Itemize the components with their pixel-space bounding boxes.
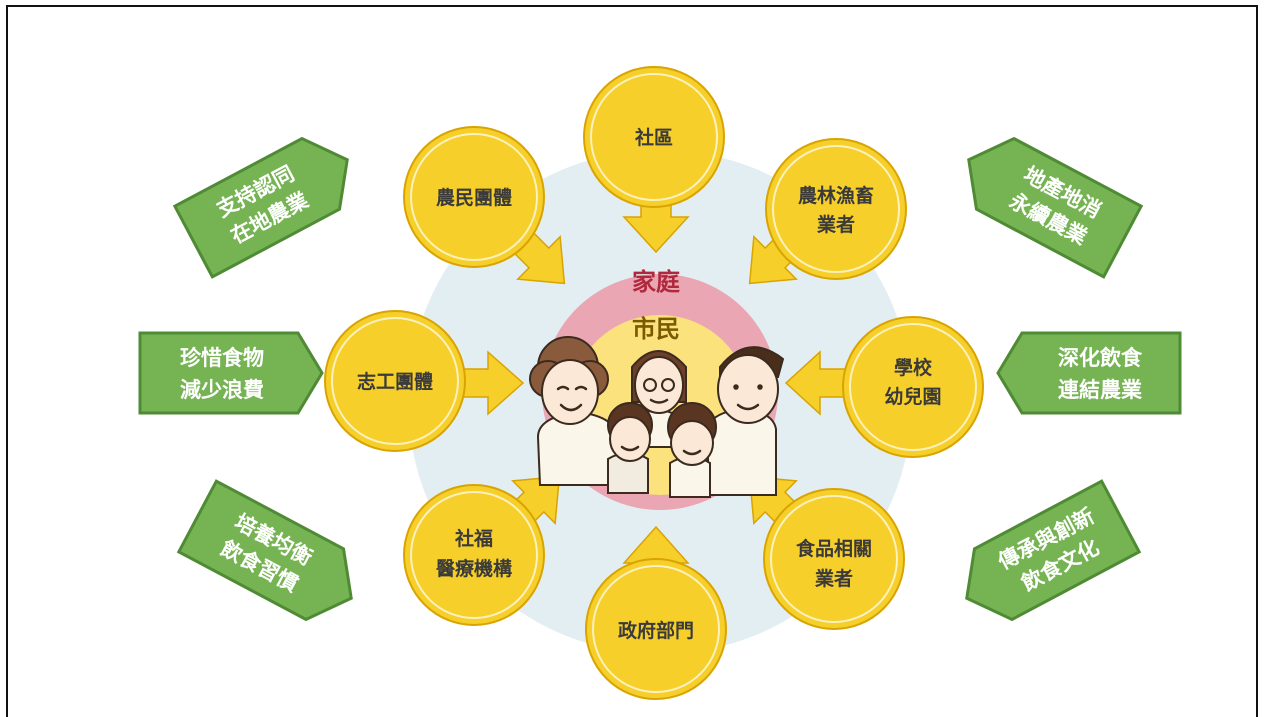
goal-deepen-diet-2: 連結農業 <box>1058 378 1143 402</box>
citizen-label: 市民 <box>632 315 680 343</box>
community-circle <box>583 66 725 208</box>
volunteers-circle <box>324 310 466 452</box>
agri-business-label-1: 農林漁畜 <box>798 184 874 207</box>
goal-tag-cherish-food <box>138 331 324 415</box>
schools-circle <box>842 316 984 458</box>
farmer-groups-label: 農民團體 <box>436 187 512 209</box>
goal-deepen-diet-1: 深化飲食 <box>1058 346 1143 370</box>
goal-tag-local-sustainable <box>967 136 1144 279</box>
schools-label-2: 幼兒園 <box>884 385 941 408</box>
agri-business-circle <box>765 138 907 280</box>
community-label: 社區 <box>634 126 673 149</box>
farmer-groups-circle <box>403 126 545 268</box>
government-label: 政府部門 <box>618 619 694 642</box>
goal-cherish-food-1: 珍惜食物 <box>180 346 264 370</box>
agri-business-label-2: 業者 <box>816 213 855 236</box>
goal-tag-inherit-culture <box>965 479 1142 622</box>
goal-tag-deepen-diet <box>996 331 1182 415</box>
family-label: 家庭 <box>632 268 680 296</box>
food-business-circle <box>763 488 905 630</box>
food-business-label-2: 業者 <box>814 567 853 590</box>
welfare-circle <box>403 484 545 626</box>
welfare-label-2: 醫療機構 <box>436 557 512 580</box>
volunteers-label: 志工團體 <box>357 370 433 393</box>
government-circle <box>585 558 727 700</box>
schools-label-1: 學校 <box>894 356 933 379</box>
welfare-label-1: 社福 <box>454 527 493 550</box>
food-business-label-1: 食品相關 <box>796 537 872 560</box>
goal-tag-balanced-habits <box>176 479 353 622</box>
goal-tag-support-local <box>172 136 349 279</box>
family-illustration <box>529 336 785 498</box>
diagram-canvas: 家庭 市民 <box>138 66 1182 700</box>
diagram-frame: 家庭 市民 <box>6 5 1258 717</box>
goal-tags: 支持認同 在地農業 地產地消 永續農業 珍惜食物 減少浪費 深化飲食 連結農業 … <box>138 136 1182 622</box>
goal-cherish-food-2: 減少浪費 <box>180 378 264 402</box>
